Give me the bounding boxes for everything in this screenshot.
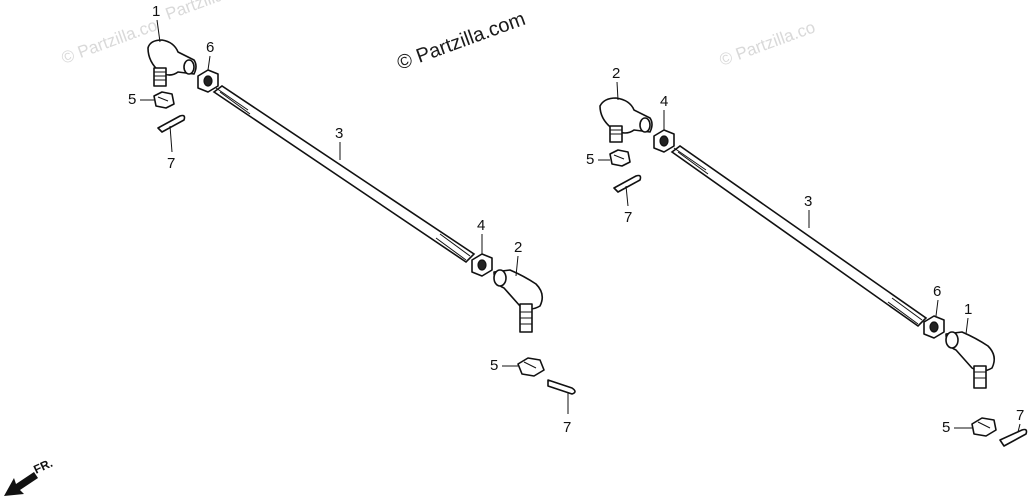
right-castle-nut-5 bbox=[609, 149, 631, 167]
callout-right-5: 5 bbox=[586, 151, 594, 168]
left-castle-nut-5 bbox=[153, 91, 175, 109]
front-direction-label: FR. bbox=[31, 456, 54, 477]
front-direction-indicator: FR. bbox=[4, 456, 55, 496]
right-tie-rod-end-2 bbox=[599, 97, 653, 143]
callout-left-1: 1 bbox=[152, 3, 160, 20]
callout-left-2: 2 bbox=[514, 239, 522, 256]
left-castle-nut-5b bbox=[517, 357, 545, 377]
watermark-faint-left: © Partzilla.co bbox=[59, 16, 160, 68]
callout-left-7a: 7 bbox=[167, 155, 175, 172]
front-arrow-icon bbox=[4, 472, 38, 496]
callout-right-3: 3 bbox=[804, 193, 812, 210]
left-tie-rod-3 bbox=[212, 85, 476, 264]
right-cotter-pin-7 bbox=[613, 174, 642, 193]
callout-left-6: 6 bbox=[206, 39, 214, 56]
callout-right-5b: 5 bbox=[942, 419, 950, 436]
watermark-faint-right: © Partzilla.co bbox=[717, 18, 818, 70]
right-tie-rod-end-1 bbox=[945, 331, 996, 389]
right-tie-rod-assembly: 2 4 5 7 3 6 1 5 7 bbox=[586, 65, 1028, 447]
callout-right-1: 1 bbox=[964, 301, 972, 318]
callout-right-4: 4 bbox=[660, 93, 668, 110]
callout-right-6: 6 bbox=[933, 283, 941, 300]
callout-right-7b: 7 bbox=[1016, 407, 1024, 424]
callout-left-5b: 5 bbox=[490, 357, 498, 374]
left-cotter-pin-7b bbox=[547, 379, 576, 395]
left-cotter-pin-7 bbox=[157, 114, 186, 133]
callout-left-7b: 7 bbox=[563, 419, 571, 436]
callout-left-4: 4 bbox=[477, 217, 485, 234]
callout-left-3: 3 bbox=[335, 125, 343, 142]
left-tie-rod-end-2 bbox=[493, 269, 544, 333]
left-lock-nut-6 bbox=[197, 69, 219, 93]
right-lock-nut-6 bbox=[923, 315, 945, 339]
right-lock-nut-4 bbox=[653, 129, 675, 153]
callout-right-7a: 7 bbox=[624, 209, 632, 226]
callout-right-2: 2 bbox=[612, 65, 620, 82]
left-tie-rod-end-1 bbox=[147, 39, 197, 87]
right-tie-rod-3 bbox=[670, 145, 928, 328]
right-castle-nut-5b bbox=[971, 417, 997, 437]
callout-left-5: 5 bbox=[128, 91, 136, 108]
watermark-main: © Partzilla.com bbox=[394, 8, 528, 75]
watermark-faint-top: Partzilla.co bbox=[163, 0, 248, 24]
right-cotter-pin-7b bbox=[999, 428, 1028, 447]
left-tie-rod-assembly: 1 6 5 7 3 4 2 5 7 bbox=[128, 3, 576, 436]
left-lock-nut-4 bbox=[471, 253, 493, 277]
